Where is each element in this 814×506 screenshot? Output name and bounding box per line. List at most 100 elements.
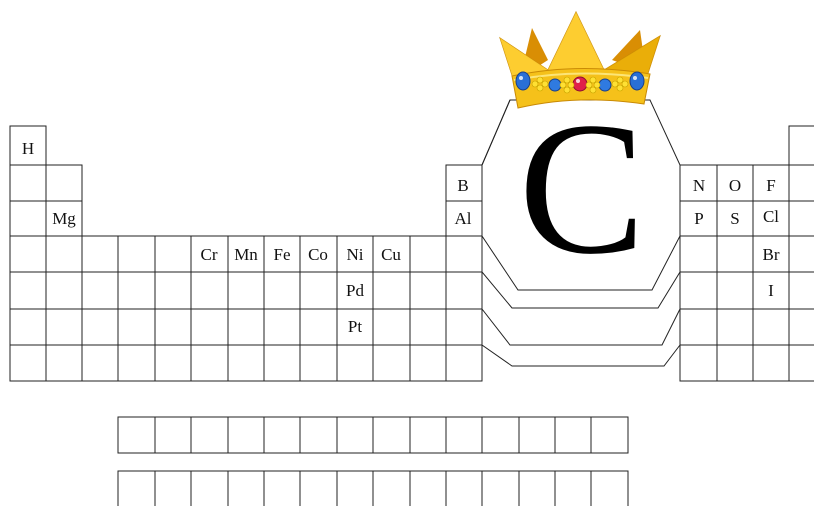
table-cell	[410, 272, 446, 309]
table-cell	[446, 417, 482, 453]
element-br: Br	[763, 245, 780, 264]
table-cell	[82, 309, 118, 345]
table-cell	[191, 272, 228, 309]
table-cell	[10, 309, 46, 345]
table-cell	[789, 309, 814, 345]
table-cell	[228, 272, 264, 309]
table-cell	[46, 272, 82, 309]
table-cell	[680, 236, 717, 272]
element-ni: Ni	[347, 245, 364, 264]
funnel-layer-4	[482, 309, 680, 366]
table-cell	[191, 345, 228, 381]
table-cell	[264, 272, 300, 309]
crown-icon	[500, 12, 660, 108]
table-cell	[446, 471, 482, 506]
element-s: S	[730, 209, 739, 228]
table-cell	[155, 345, 191, 381]
element-b: B	[457, 176, 468, 195]
table-cell	[373, 345, 410, 381]
table-cell	[680, 272, 717, 309]
table-cell	[482, 471, 519, 506]
element-i: I	[768, 281, 774, 300]
table-cell	[717, 309, 753, 345]
table-cell	[46, 345, 82, 381]
table-cell	[155, 272, 191, 309]
table-cell	[300, 417, 337, 453]
table-cell	[410, 471, 446, 506]
table-cell	[46, 236, 82, 272]
table-cell	[373, 309, 410, 345]
table-cell	[118, 309, 155, 345]
table-cell	[337, 471, 373, 506]
table-cell	[753, 345, 789, 381]
element-co: Co	[308, 245, 328, 264]
table-cell	[789, 345, 814, 381]
table-cell	[789, 201, 814, 236]
element-labels: H Mg Cr Mn Fe Co Ni Cu Pd Pt B Al N O F …	[22, 139, 780, 336]
element-al: Al	[455, 209, 472, 228]
table-cell	[10, 236, 46, 272]
table-cell	[155, 236, 191, 272]
element-n: N	[693, 176, 705, 195]
table-cell	[10, 272, 46, 309]
table-cell	[446, 236, 482, 272]
table-cell	[717, 345, 753, 381]
table-cell	[410, 236, 446, 272]
table-cell	[789, 165, 814, 201]
table-cell	[300, 471, 337, 506]
table-cell	[155, 417, 191, 453]
element-cr: Cr	[201, 245, 218, 264]
table-cell	[753, 309, 789, 345]
element-cu: Cu	[381, 245, 401, 264]
table-cell	[717, 236, 753, 272]
table-cell	[300, 272, 337, 309]
table-cell	[789, 126, 814, 165]
table-cell	[10, 165, 46, 201]
table-cell	[410, 417, 446, 453]
element-cl: Cl	[763, 207, 779, 226]
table-cell	[264, 417, 300, 453]
table-cell	[789, 272, 814, 309]
element-o: O	[729, 176, 741, 195]
table-cell	[46, 165, 82, 201]
table-cell	[446, 272, 482, 309]
table-cell	[191, 309, 228, 345]
element-h: H	[22, 139, 34, 158]
table-cell	[118, 345, 155, 381]
table-cell	[717, 272, 753, 309]
table-cell	[10, 345, 46, 381]
table-cell	[118, 236, 155, 272]
table-cell	[789, 236, 814, 272]
table-cell	[118, 272, 155, 309]
element-p: P	[694, 209, 703, 228]
table-cell	[300, 345, 337, 381]
table-cell	[519, 417, 555, 453]
table-cell	[118, 471, 155, 506]
table-cell	[228, 309, 264, 345]
element-fe: Fe	[274, 245, 291, 264]
table-cell	[264, 471, 300, 506]
table-cell	[446, 309, 482, 345]
table-cell	[410, 309, 446, 345]
table-cell	[555, 417, 591, 453]
element-mn: Mn	[234, 245, 258, 264]
table-cell	[410, 345, 446, 381]
table-cell	[519, 471, 555, 506]
table-cell	[191, 417, 228, 453]
table-cell	[300, 309, 337, 345]
table-cell	[680, 309, 717, 345]
table-cell	[373, 417, 410, 453]
table-cell	[46, 309, 82, 345]
funnel-left-side	[482, 100, 510, 165]
table-cell	[482, 417, 519, 453]
element-mg: Mg	[52, 209, 76, 228]
table-cell	[446, 345, 482, 381]
table-cell	[118, 417, 155, 453]
table-cell	[228, 345, 264, 381]
table-cell	[228, 471, 264, 506]
table-cell	[82, 236, 118, 272]
table-cell	[264, 345, 300, 381]
table-cell	[264, 309, 300, 345]
table-cell	[373, 471, 410, 506]
